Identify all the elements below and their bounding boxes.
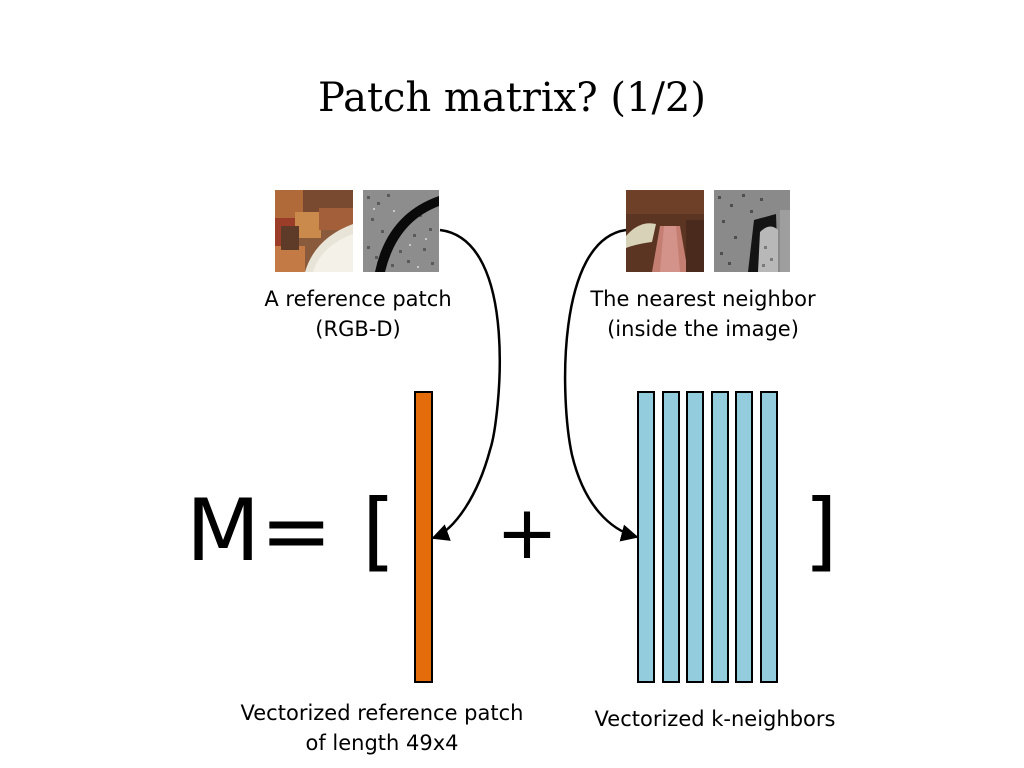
equation-plus: + [496, 490, 559, 576]
vectorized-neighbors-caption: Vectorized k-neighbors [570, 704, 860, 734]
slide-title: Patch matrix? (1/2) [318, 75, 706, 121]
vectorized-neighbor-bar [711, 391, 729, 683]
nearest-neighbor-caption-line1: The nearest neighbor [590, 287, 816, 311]
vectorized-neighbor-bar [735, 391, 753, 683]
reference-rgb-patch-image [275, 190, 353, 272]
vectorized-neighbors-caption-line1: Vectorized k-neighbors [594, 707, 836, 731]
equation-close-bracket: ] [804, 481, 838, 581]
reference-to-bar-arrow [431, 228, 501, 541]
reference-depth-patch-image [363, 190, 439, 272]
equation-open-bracket: [ [362, 481, 396, 581]
neighbor-to-bars-arrow [563, 228, 639, 542]
nearest-neighbor-caption-line2: (inside the image) [607, 317, 799, 341]
neighbor-depth-patch-image [714, 190, 790, 272]
vectorized-neighbor-bar [760, 391, 778, 683]
nearest-neighbor-caption: The nearest neighbor (inside the image) [568, 284, 838, 344]
neighbor-rgb-patch-image [626, 190, 704, 272]
vectorized-reference-caption: Vectorized reference patch of length 49x… [212, 698, 552, 758]
reference-patch-caption: A reference patch (RGB-D) [228, 284, 488, 344]
reference-patch-caption-line1: A reference patch [264, 287, 452, 311]
vectorized-reference-caption-line2: of length 49x4 [305, 731, 459, 755]
vectorized-reference-caption-line1: Vectorized reference patch [240, 701, 524, 725]
vectorized-neighbor-bar [662, 391, 680, 683]
vectorized-neighbor-bar [686, 391, 704, 683]
reference-patch-caption-line2: (RGB-D) [315, 317, 401, 341]
equation-lhs: M= [186, 481, 333, 581]
